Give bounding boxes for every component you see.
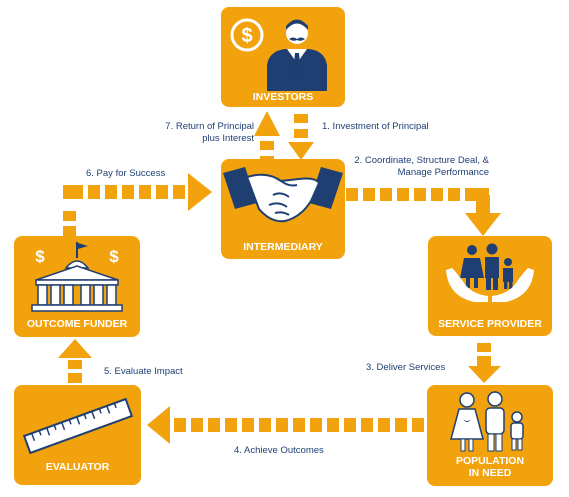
intermediary-label: INTERMEDIARY xyxy=(243,241,323,253)
arrow-pay-for-success xyxy=(63,173,212,236)
population-label-line2: IN NEED xyxy=(468,467,512,479)
arrow-deliver-services xyxy=(468,343,501,383)
step-7-label-line1: 7. Return of Principal xyxy=(165,121,254,132)
arrow-achieve-outcomes xyxy=(147,406,424,444)
arrow-investment-of-principal xyxy=(288,114,314,160)
arrow-return-of-principal xyxy=(254,111,280,165)
svg-text:$: $ xyxy=(109,247,119,266)
step-6-label: 6. Pay for Success xyxy=(86,168,166,179)
step-7-label-line2: plus Interest xyxy=(202,133,254,144)
ruler-icon xyxy=(22,397,134,455)
arrow-evaluate-impact xyxy=(58,339,92,383)
population-label-line1: POPULATION xyxy=(455,455,525,467)
arrow-coordinate-structure xyxy=(346,188,501,236)
step-3-label: 3. Deliver Services xyxy=(366,362,446,373)
family-icon xyxy=(450,391,524,452)
service-provider-box: SERVICE PROVIDER xyxy=(428,236,552,336)
evaluator-label: EVALUATOR xyxy=(45,461,110,473)
service-provider-label: SERVICE PROVIDER xyxy=(438,318,542,330)
svg-text:$: $ xyxy=(241,25,252,47)
step-2-label-line1: 2. Coordinate, Structure Deal, & xyxy=(354,155,489,166)
step-5-label: 5. Evaluate Impact xyxy=(104,366,183,377)
step-4-label: 4. Achieve Outcomes xyxy=(234,445,324,456)
investor-money-person-icon: $ xyxy=(230,18,327,91)
evaluator-box: EVALUATOR xyxy=(14,385,141,485)
svg-text:$: $ xyxy=(35,247,45,266)
investors-box: $ INVESTORS xyxy=(221,7,345,107)
investors-label: INVESTORS xyxy=(252,91,314,103)
outcome-funder-label: OUTCOME FUNDER xyxy=(26,318,128,330)
government-building-money-icon: $ $ xyxy=(31,242,123,312)
step-1-label: 1. Investment of Principal xyxy=(322,121,429,132)
step-2-label-line2: Manage Performance xyxy=(397,167,489,178)
population-box: POPULATION IN NEED xyxy=(427,385,553,486)
outcome-funder-box: $ $ OUTCOME FUNDER xyxy=(14,236,140,337)
family-in-hands-icon xyxy=(446,243,534,302)
handshake-icon xyxy=(223,167,343,223)
intermediary-box: INTERMEDIARY xyxy=(221,159,345,259)
